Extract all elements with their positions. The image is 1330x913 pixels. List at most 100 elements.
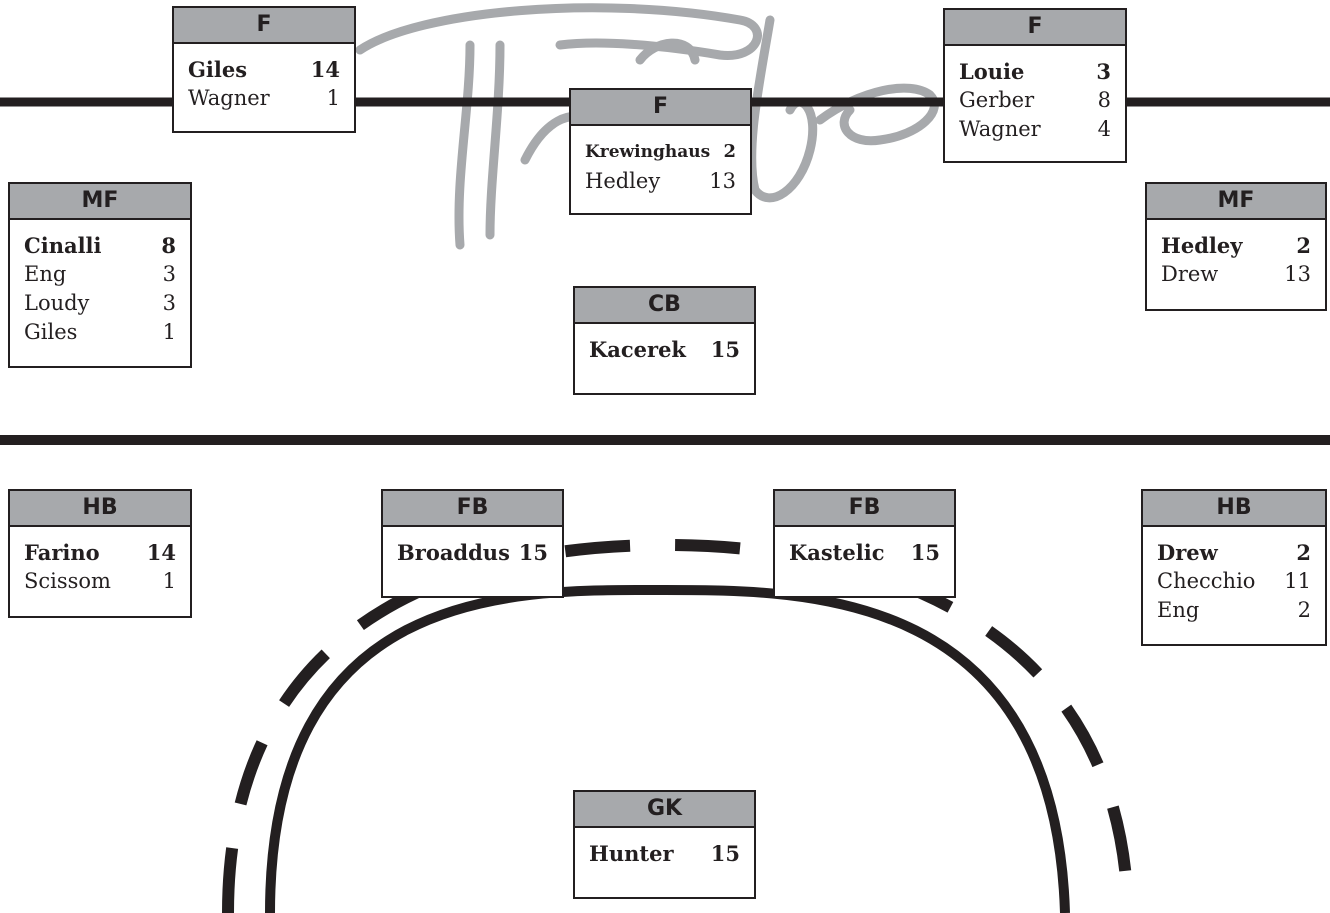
player-list: Hunter 15 <box>575 828 754 874</box>
player-count: 2 <box>1296 233 1311 258</box>
player-name: Loudy <box>24 291 90 315</box>
player-row: Kacerek 15 <box>589 335 740 364</box>
position-box-fb-right: FB Kastelic 15 <box>773 489 956 598</box>
player-row: Gerber 8 <box>959 86 1111 115</box>
player-row: Louie 3 <box>959 57 1111 86</box>
position-box-gk: GK Hunter 15 <box>573 790 756 899</box>
position-label: F <box>174 8 354 44</box>
player-row: Hedley 2 <box>1161 231 1311 260</box>
player-count: 2 <box>1297 598 1311 622</box>
player-name: Hedley <box>1161 233 1243 258</box>
player-name: Eng <box>1157 598 1200 622</box>
player-count: 1 <box>326 86 340 110</box>
player-name: Kacerek <box>589 337 686 362</box>
player-count: 2 <box>1296 540 1311 565</box>
player-name: Wagner <box>188 86 270 110</box>
player-name: Hedley <box>585 169 661 193</box>
position-box-cb: CB Kacerek 15 <box>573 286 756 395</box>
position-label: HB <box>1143 491 1325 527</box>
player-row: Eng 2 <box>1157 596 1311 625</box>
player-count: 3 <box>162 291 176 315</box>
position-label: FB <box>383 491 562 527</box>
player-name: Farino <box>24 540 100 565</box>
player-count: 15 <box>710 337 740 362</box>
player-name: Drew <box>1161 262 1219 286</box>
player-count: 3 <box>162 262 176 286</box>
player-row: Hunter 15 <box>589 839 740 868</box>
player-count: 8 <box>1097 88 1111 112</box>
player-row: Giles 1 <box>24 318 176 347</box>
position-label: MF <box>10 184 190 220</box>
player-name: Gerber <box>959 88 1035 112</box>
player-row: Giles 14 <box>188 55 340 84</box>
player-name: Kastelic <box>789 540 885 565</box>
player-row: Drew 2 <box>1157 538 1311 567</box>
position-label: HB <box>10 491 190 527</box>
position-label: CB <box>575 288 754 324</box>
position-label: FB <box>775 491 954 527</box>
player-row: Farino 14 <box>24 538 176 567</box>
position-label: F <box>945 10 1125 46</box>
player-name: Giles <box>24 320 78 344</box>
player-name: Hunter <box>589 841 674 866</box>
player-row: Eng 3 <box>24 260 176 289</box>
player-list: Kacerek 15 <box>575 324 754 370</box>
player-name: Scissom <box>24 569 111 593</box>
player-count: 15 <box>518 540 548 565</box>
player-row: Wagner 1 <box>188 84 340 113</box>
player-row: Wagner 4 <box>959 115 1111 144</box>
player-name: Eng <box>24 262 67 286</box>
player-count: 8 <box>161 233 176 258</box>
dashed-arc <box>222 538 1134 913</box>
player-count: 14 <box>310 57 340 82</box>
position-label: MF <box>1147 184 1325 220</box>
player-row: Kastelic 15 <box>789 538 940 567</box>
player-row: Broaddus 15 <box>397 538 548 567</box>
player-row: Cinalli 8 <box>24 231 176 260</box>
player-count: 15 <box>710 841 740 866</box>
player-count: 11 <box>1284 569 1311 593</box>
player-name: Wagner <box>959 117 1041 141</box>
player-count: 13 <box>709 169 736 193</box>
player-row: Drew 13 <box>1161 260 1311 289</box>
position-label: GK <box>575 792 754 828</box>
player-count: 13 <box>1284 262 1311 286</box>
player-name: Louie <box>959 59 1025 84</box>
player-list: Kastelic 15 <box>775 527 954 573</box>
player-count: 1 <box>162 320 176 344</box>
player-count: 4 <box>1097 117 1111 141</box>
solid-arc <box>265 584 1070 913</box>
player-count: 14 <box>146 540 176 565</box>
player-name: Krewinghaus <box>585 142 711 162</box>
player-name: Drew <box>1157 540 1218 565</box>
player-count: 3 <box>1096 59 1111 84</box>
player-list: Broaddus 15 <box>383 527 562 573</box>
player-name: Giles <box>188 57 248 82</box>
player-row: Loudy 3 <box>24 289 176 318</box>
player-name: Broaddus <box>397 540 510 565</box>
player-count: 2 <box>723 141 736 162</box>
position-box-fb-left: FB Broaddus 15 <box>381 489 564 598</box>
player-row: Checchio 11 <box>1157 567 1311 596</box>
position-label: F <box>571 90 750 126</box>
player-name: Cinalli <box>24 233 102 258</box>
player-name: Checchio <box>1157 569 1256 593</box>
player-count: 15 <box>910 540 940 565</box>
player-row: Krewinghaus 2 <box>585 137 736 167</box>
player-row: Hedley 13 <box>585 167 736 196</box>
